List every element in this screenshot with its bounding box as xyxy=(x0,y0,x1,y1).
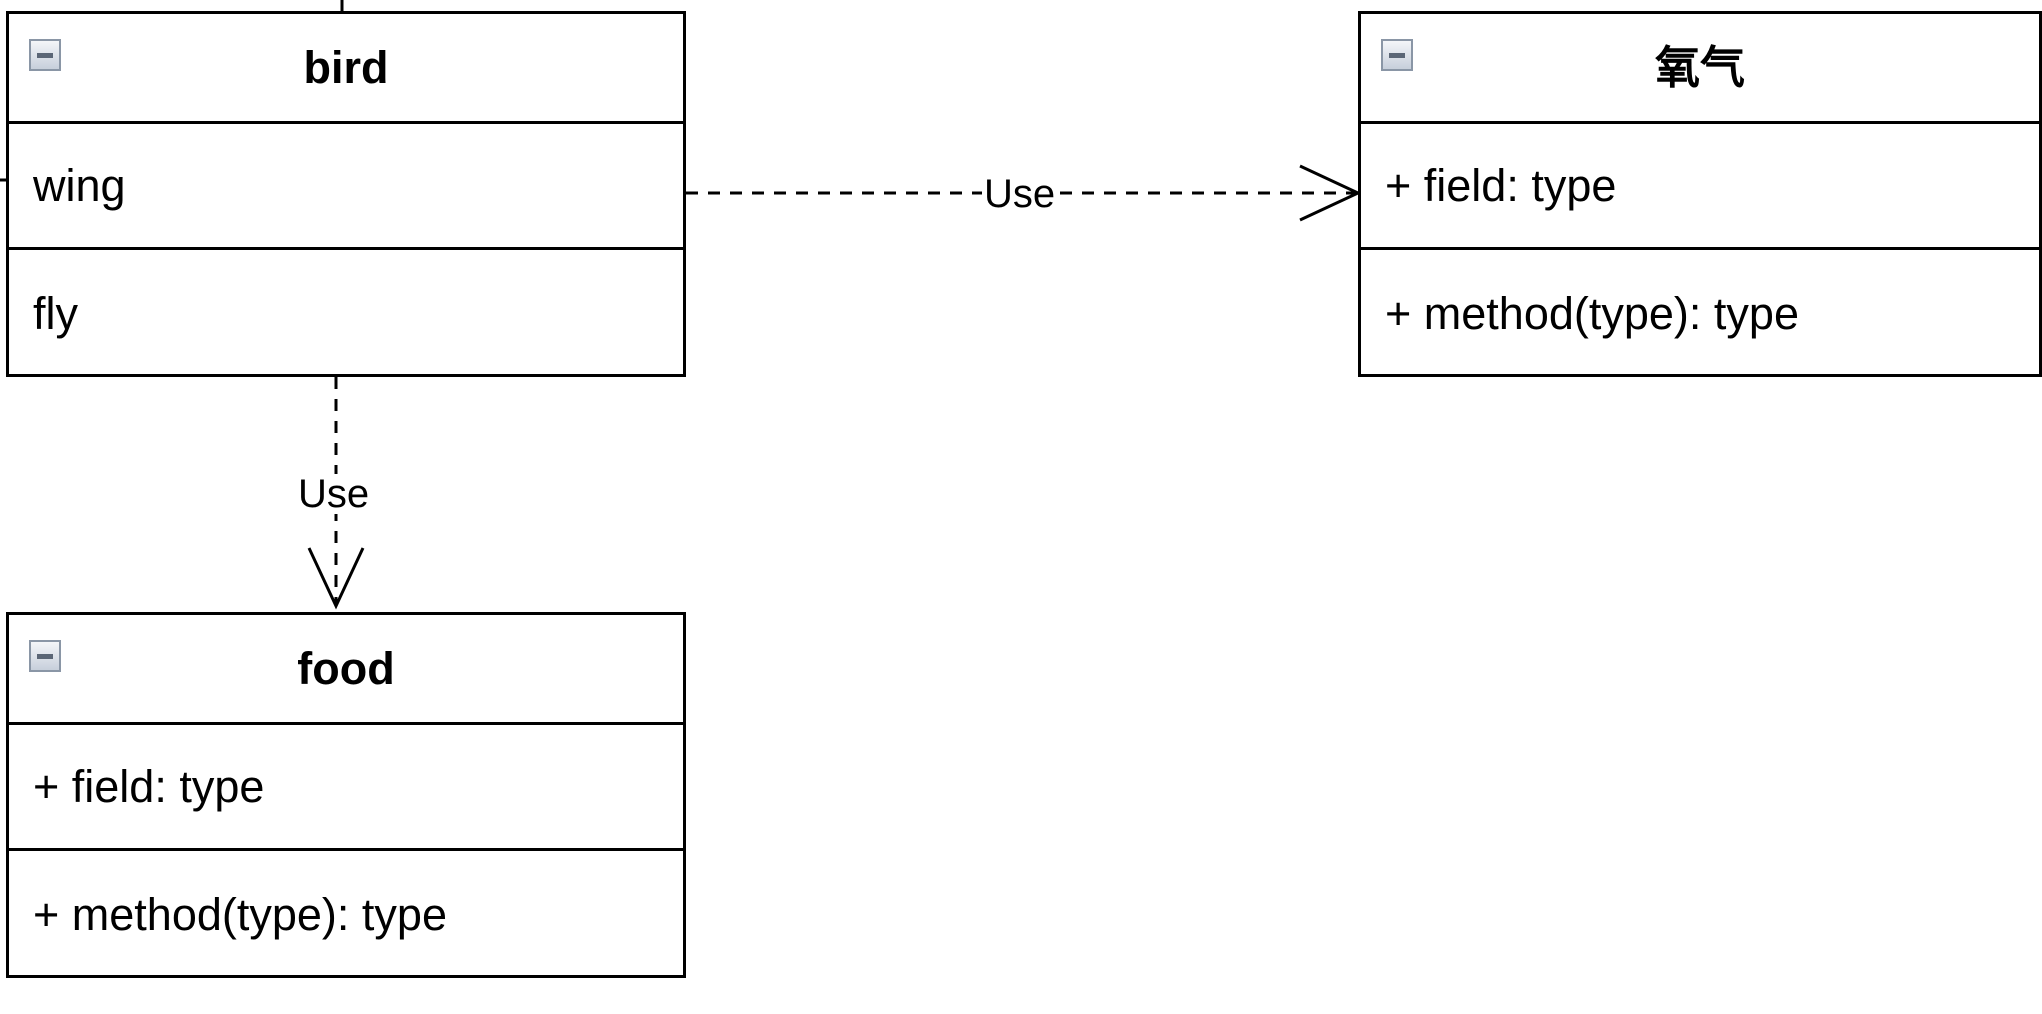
collapse-icon[interactable] xyxy=(29,640,61,672)
class-operation: fly xyxy=(33,287,78,339)
attributes-compartment: + field: type xyxy=(1361,124,2039,250)
class-attribute: wing xyxy=(33,160,126,211)
class-operation: + method(type): type xyxy=(1385,287,1799,339)
open-arrowhead xyxy=(307,547,365,610)
class-attribute: + field: type xyxy=(33,761,265,812)
relationship-label: Use xyxy=(296,472,372,516)
operations-compartment: fly xyxy=(9,250,683,376)
class-attribute: + field: type xyxy=(1385,160,1617,211)
uml-class-oxygen[interactable]: 氧气 + field: type + method(type): type xyxy=(1358,11,2042,377)
class-header: 氧气 xyxy=(1361,14,2039,124)
attributes-compartment: wing xyxy=(9,124,683,250)
operations-compartment: + method(type): type xyxy=(1361,250,2039,376)
collapse-icon[interactable] xyxy=(29,39,61,71)
class-name: bird xyxy=(303,42,389,93)
class-name: food xyxy=(297,643,395,694)
operations-compartment: + method(type): type xyxy=(9,851,683,977)
class-operation: + method(type): type xyxy=(33,888,447,940)
class-header: bird xyxy=(9,14,683,124)
class-header: food xyxy=(9,615,683,725)
class-name: 氧气 xyxy=(1654,42,1745,93)
uml-class-bird[interactable]: bird wing fly xyxy=(6,11,686,377)
relationship-label: Use xyxy=(982,172,1058,216)
uml-class-food[interactable]: food + field: type + method(type): type xyxy=(6,612,686,978)
attributes-compartment: + field: type xyxy=(9,725,683,851)
collapse-icon[interactable] xyxy=(1381,39,1413,71)
